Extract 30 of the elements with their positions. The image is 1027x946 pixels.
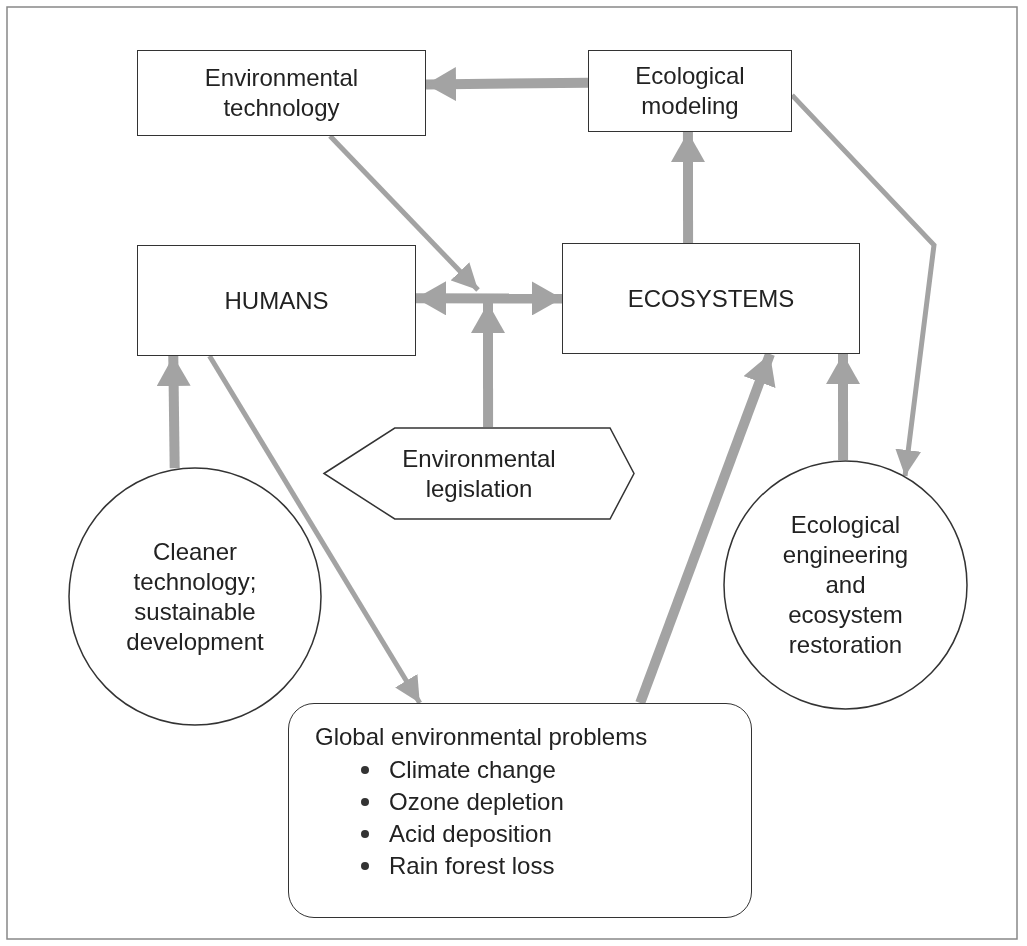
process-box <box>562 243 860 354</box>
node-label: Cleaner technology; sustainable development <box>125 536 265 657</box>
process-box <box>137 50 426 136</box>
arrow <box>328 134 480 292</box>
arrow <box>635 352 776 705</box>
process-box <box>137 245 416 356</box>
hexagon-node <box>323 427 635 520</box>
arrow <box>671 132 705 243</box>
node-label: Ecological modeling <box>634 61 746 121</box>
bullet-item: Rain forest loss <box>357 850 564 882</box>
node-label: Environmental technology <box>203 63 360 123</box>
node-label: Ecological engineering and ecosystem restoration <box>781 510 910 660</box>
circle-node <box>68 467 322 726</box>
arrow <box>471 303 505 427</box>
process-box <box>588 50 792 132</box>
bullet-item: Ozone depletion <box>357 786 564 818</box>
arrow <box>790 93 937 477</box>
arrow <box>207 354 422 705</box>
bullet-item: Acid deposition <box>357 818 564 850</box>
rounded-box <box>288 703 752 918</box>
node-label: Environmental legislation <box>401 443 557 504</box>
arrow <box>826 354 860 460</box>
arrow <box>416 281 562 316</box>
bullet-item: Climate change <box>357 754 564 786</box>
arrow <box>156 355 191 469</box>
node-label: HUMANS <box>224 285 329 316</box>
circle-node <box>723 460 968 710</box>
arrow <box>425 67 589 102</box>
node-label: ECOSYSTEMS <box>627 283 795 314</box>
node-heading: Global environmental problems <box>315 722 648 752</box>
